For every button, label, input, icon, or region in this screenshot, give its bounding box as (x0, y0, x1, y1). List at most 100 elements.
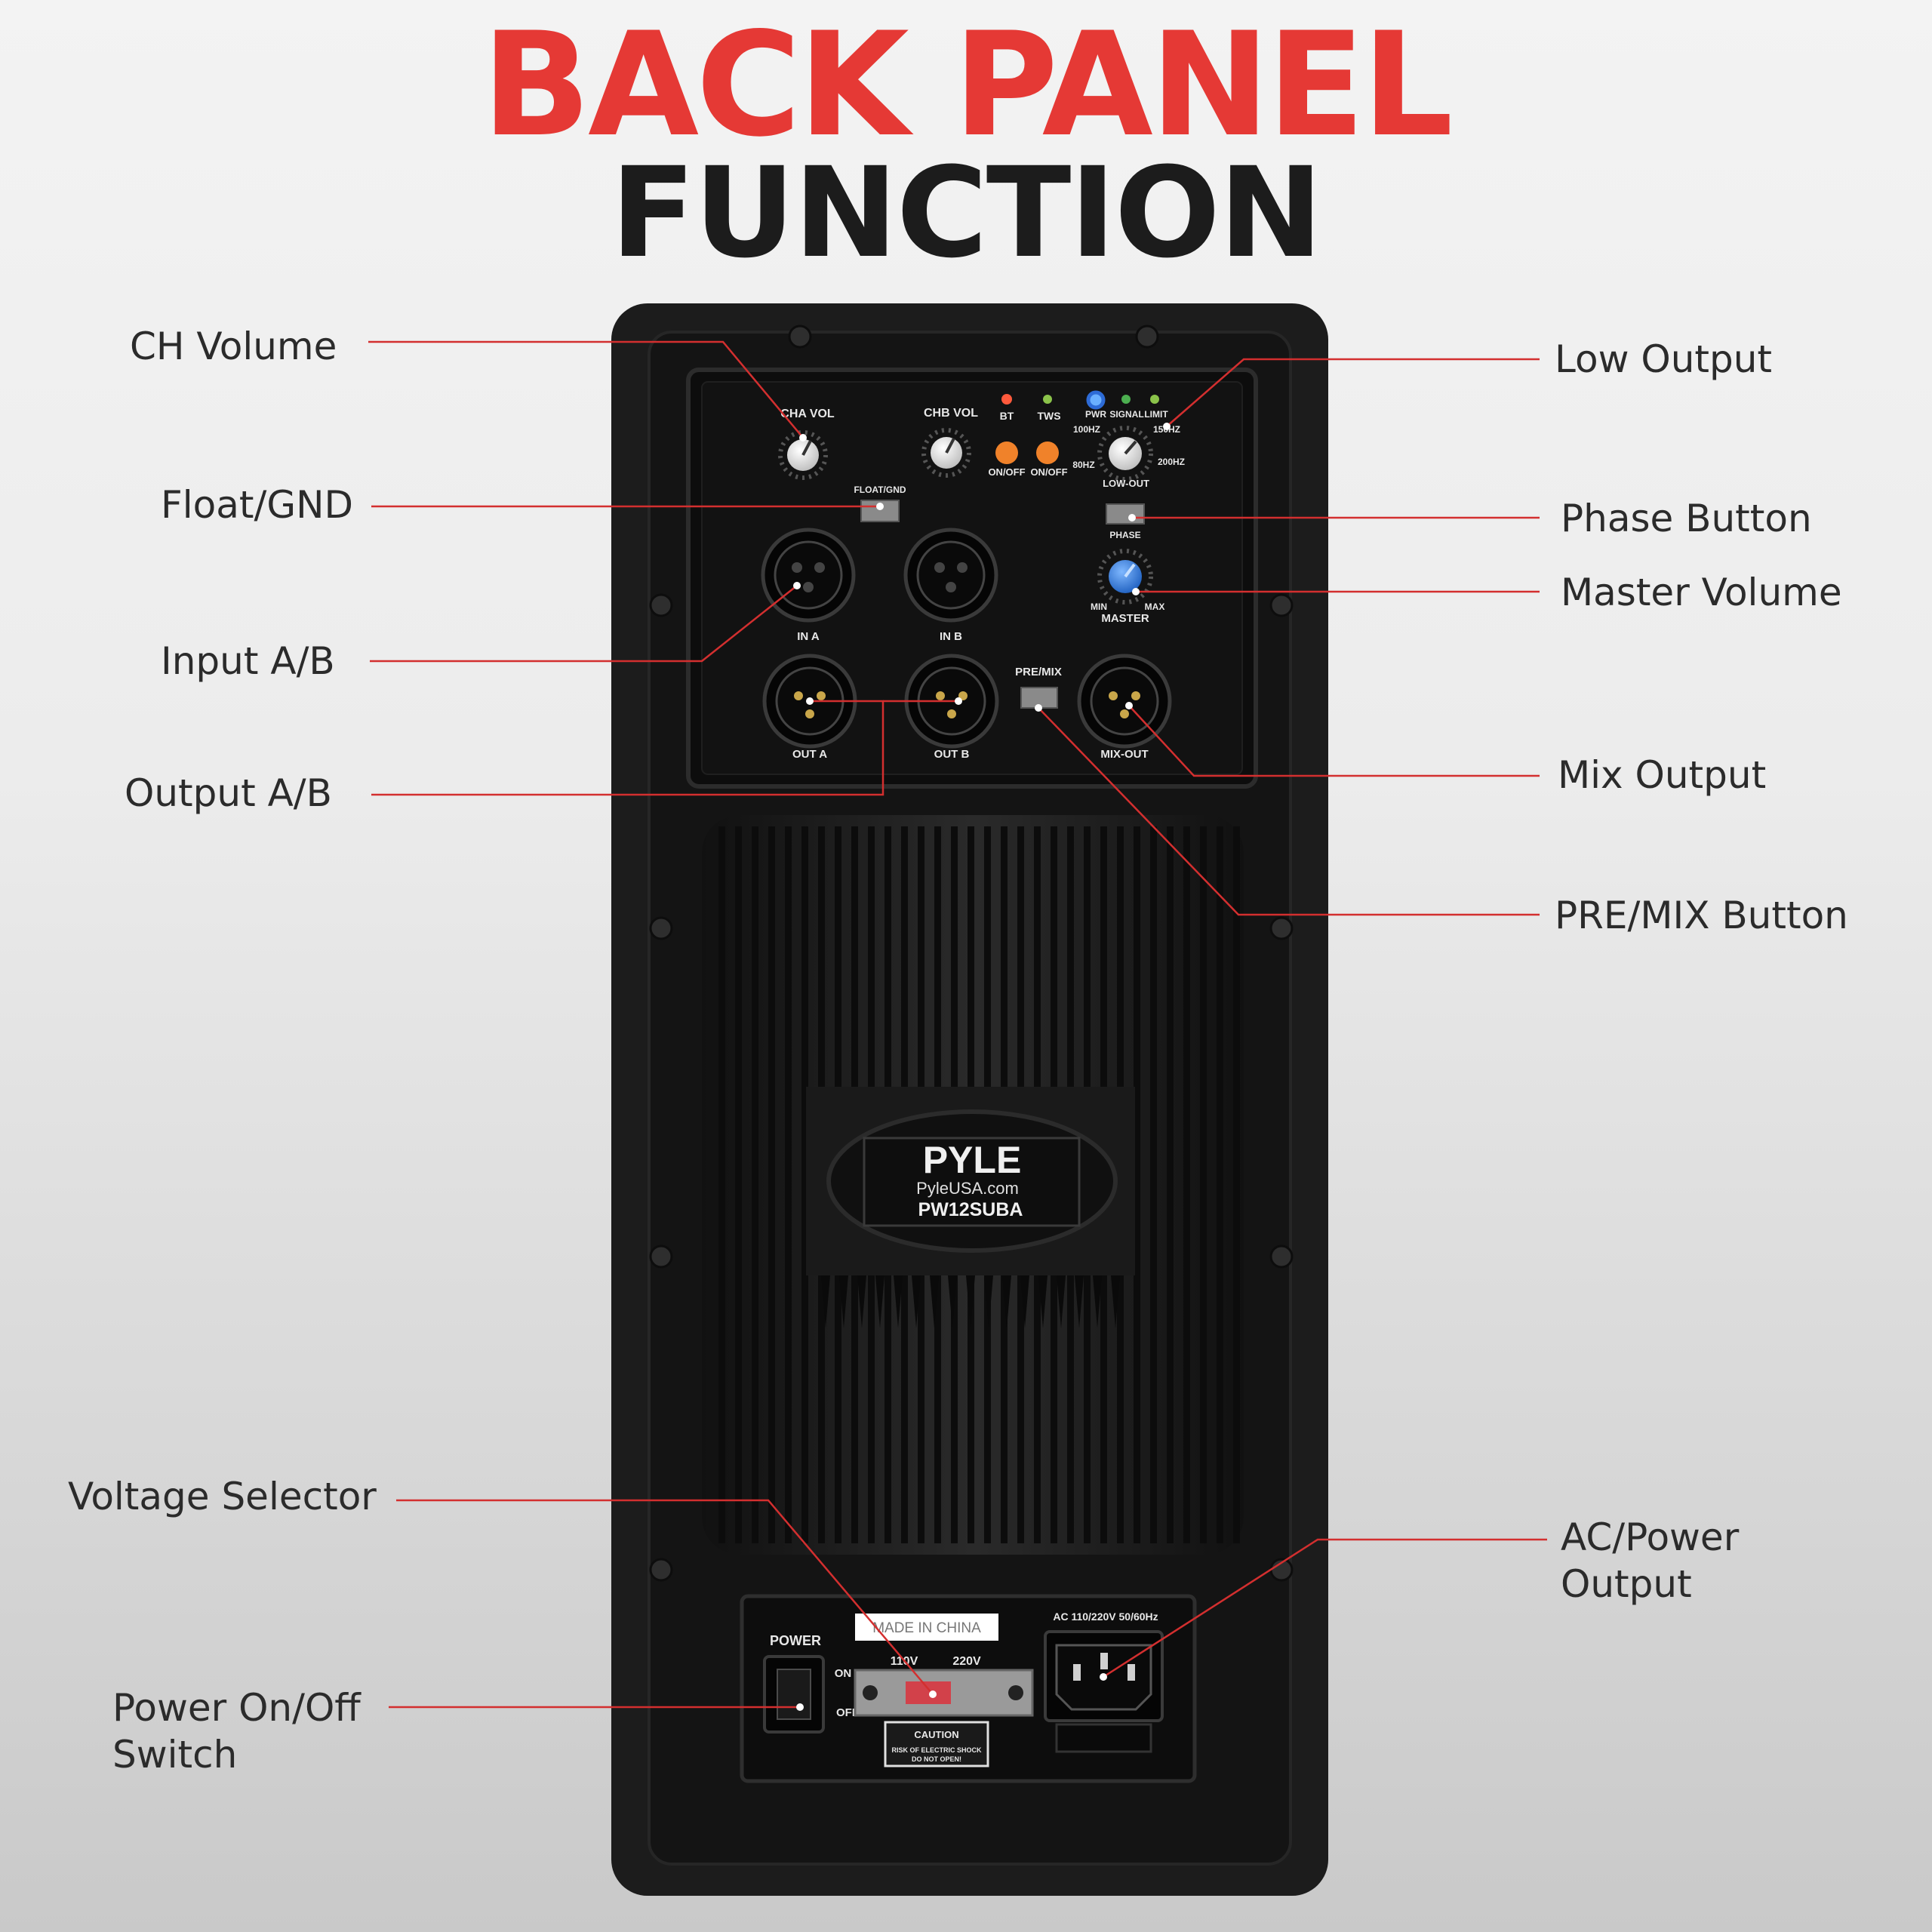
heatsink-tooth (912, 1275, 921, 1328)
bt-led (1001, 394, 1012, 405)
heatsink-tooth (1075, 1275, 1084, 1328)
callout-power-switch: Power On/Off Switch (112, 1684, 361, 1778)
heatsink-tooth (1057, 1275, 1066, 1328)
label-80hz: 80HZ (1072, 460, 1094, 470)
pwr-led (1086, 390, 1106, 410)
heatsink-tooth (1111, 1275, 1120, 1328)
xlr-output-a[interactable] (762, 654, 857, 749)
xlr-mix-out[interactable] (1077, 654, 1172, 749)
heatsink-fin (768, 826, 775, 1543)
label-caution: CAUTION (914, 1729, 958, 1740)
heatsink-fin (785, 826, 792, 1543)
label-min: MIN (1091, 601, 1107, 612)
line-ch-volume (368, 340, 804, 438)
callout-master-volume: Master Volume (1561, 571, 1842, 614)
heatsink-tooth (1020, 1275, 1029, 1328)
label-cha-vol: CHA VOL (780, 408, 835, 420)
master-volume-knob[interactable] (1097, 549, 1153, 605)
heatsink-fin (1167, 826, 1174, 1543)
line-input-ab (370, 585, 798, 663)
chb-volume-knob[interactable] (921, 428, 971, 478)
label-float-gnd: FLOAT/GND (854, 485, 906, 495)
title-back-panel: BACK PANEL (481, 2, 1453, 168)
label-out-b: OUT B (934, 748, 970, 761)
label-ac-rating: AC 110/220V 50/60Hz (1053, 1611, 1158, 1623)
heatsink-tooth (839, 1275, 848, 1328)
callout-lines (368, 340, 1547, 1709)
selector-screw-right (1008, 1685, 1023, 1700)
callout-mix-output: Mix Output (1558, 753, 1767, 797)
line-output-ab (371, 700, 884, 796)
callout-input-ab: Input A/B (161, 639, 335, 683)
callout-pre-mix-button: PRE/MIX Button (1555, 894, 1848, 937)
label-power: POWER (770, 1633, 821, 1648)
heatsink-tooth (857, 1275, 866, 1328)
label-bt: BT (1000, 410, 1014, 422)
heatsink-tooth (930, 1275, 939, 1328)
label-off: OFF (836, 1706, 859, 1719)
tws-led (1043, 395, 1052, 404)
made-in-sticker (855, 1614, 998, 1641)
callout-ac-power-line2: Output (1561, 1562, 1692, 1606)
label-bt-on-off: ON/OFF (988, 466, 1025, 478)
label-mix-out: MIX-OUT (1100, 748, 1148, 761)
caution-sticker (884, 1721, 989, 1767)
heatsink-tooth (1038, 1275, 1048, 1328)
heatsink-fin (801, 826, 808, 1543)
heatsink-fin (1150, 826, 1157, 1543)
label-phase: PHASE (1109, 530, 1140, 540)
heatsink-tooth (821, 1275, 830, 1328)
brand-logo: PYLE (923, 1139, 1022, 1181)
heatsink-tooth (948, 1275, 957, 1328)
power-rocker[interactable] (777, 1669, 811, 1720)
callout-float-gnd: Float/GND (161, 483, 353, 527)
callout-power-switch-line1: Power On/Off (112, 1686, 361, 1730)
label-on: ON (835, 1667, 852, 1680)
heatsink-tooth (1002, 1275, 1011, 1328)
selector-screw-left (863, 1685, 878, 1700)
heatsink-tooth (1093, 1275, 1102, 1328)
heatsink-fin (1183, 826, 1190, 1543)
line-ac-power (1103, 1538, 1547, 1678)
line-low-output (1166, 358, 1540, 427)
heatsink-tooth (984, 1275, 993, 1328)
cabinet-screws (649, 325, 1294, 1582)
callout-low-output: Low Output (1555, 337, 1773, 381)
limit-led (1150, 395, 1159, 404)
label-warning-1: RISK OF ELECTRIC SHOCK (891, 1746, 982, 1754)
heatsink-fin (1233, 826, 1240, 1543)
tws-button[interactable] (1036, 441, 1059, 464)
label-signal: SIGNAL (1109, 409, 1143, 420)
phase-button[interactable] (1106, 503, 1145, 525)
callout-phase-button: Phase Button (1561, 497, 1812, 540)
made-in-text: MADE IN CHINA (872, 1620, 981, 1636)
label-100hz: 100HZ (1073, 424, 1100, 435)
xlr-input-b[interactable] (903, 528, 998, 623)
callout-power-switch-line2: Switch (112, 1733, 238, 1777)
label-200hz: 200HZ (1158, 457, 1185, 467)
label-in-a: IN A (797, 630, 820, 643)
label-master: MASTER (1101, 612, 1149, 625)
label-pre-mix: PRE/MIX (1015, 666, 1062, 678)
heatsink-tooth (894, 1275, 903, 1328)
label-out-a: OUT A (792, 748, 827, 761)
heatsink-tooth (966, 1275, 975, 1328)
logo-plate (863, 1137, 1081, 1227)
xlr-input-a[interactable] (761, 528, 856, 623)
heatsink-fin (1200, 826, 1207, 1543)
low-out-knob[interactable] (1097, 426, 1153, 481)
voltage-selector-switch[interactable] (906, 1681, 951, 1704)
title-function: FUNCTION (610, 140, 1323, 285)
cha-volume-knob[interactable] (778, 430, 828, 480)
heatsink-lower-teeth (821, 1275, 1120, 1328)
line-voltage-selector (396, 1499, 934, 1695)
heatsink-fin (752, 826, 758, 1543)
heatsink-tooth (875, 1275, 884, 1328)
bt-button[interactable] (995, 441, 1018, 464)
callout-ac-power: AC/Power Output (1561, 1514, 1739, 1607)
heatsink-fin (1217, 826, 1223, 1543)
label-tws: TWS (1037, 410, 1060, 422)
callout-output-ab: Output A/B (125, 771, 332, 815)
callout-ch-volume: CH Volume (130, 325, 337, 368)
